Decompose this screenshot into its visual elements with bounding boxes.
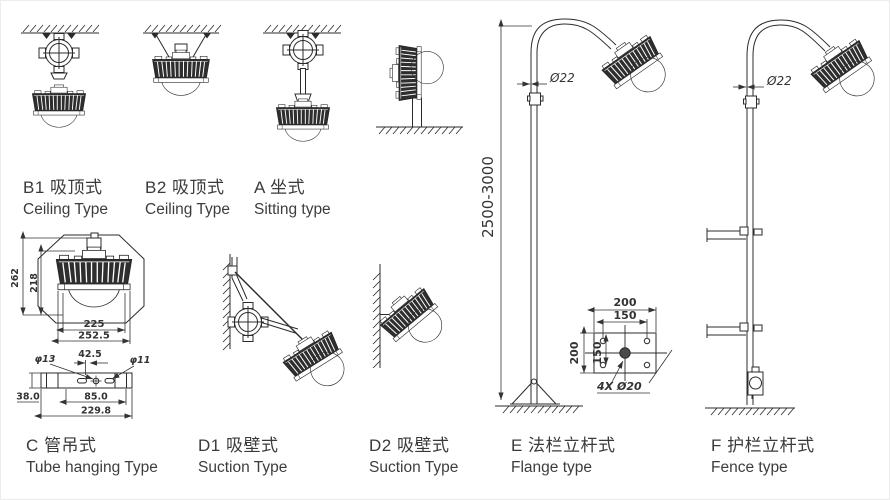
- figure-code-e: E 法栏立杆式: [511, 436, 616, 455]
- figure-type-c: Tube hanging Type: [26, 459, 158, 476]
- drawing-f-fence-pole: [705, 19, 886, 416]
- ceiling-hatch: [22, 24, 100, 33]
- e-pole-dimensions: [498, 19, 547, 400]
- figure-label-e: E 法栏立杆式 Flange type: [511, 436, 616, 477]
- figure-label-d2: D2 吸壁式 Suction Type: [369, 436, 458, 477]
- e-flange-dimensions: [580, 307, 673, 394]
- dim-e-pole-height: 2500-3000: [479, 156, 497, 238]
- drawing-c-tube-hanging: [37, 232, 145, 324]
- dim-flange-pitch-h: 150: [591, 341, 604, 364]
- figure-code-d1: D1 吸壁式: [198, 436, 279, 455]
- figure-code-b1: B1 吸顶式: [23, 178, 103, 197]
- dim-plate-width: 229.8: [81, 406, 111, 417]
- dim-c-lamp-width: 225: [84, 319, 105, 330]
- figure-label-a: A 坐式 Sitting type: [254, 178, 331, 219]
- drawing-c-mounting-plate: [40, 372, 133, 389]
- figure-type-b2: Ceiling Type: [145, 201, 231, 218]
- ceiling-hatch: [144, 24, 222, 33]
- dim-flange-height: 200: [568, 341, 581, 364]
- dim-plate-slot-spacing: 85.0: [84, 392, 108, 403]
- drawing-e-flange-pole: [495, 18, 677, 414]
- drawing-a-rod-mount: [263, 24, 342, 142]
- figure-label-b2: B2 吸顶式 Ceiling Type: [145, 178, 230, 219]
- dim-flange-bolt-holes: 4X Ø20: [596, 380, 642, 393]
- figure-code-d2: D2 吸壁式: [369, 436, 450, 455]
- dim-c-overall-width: 252.5: [78, 331, 110, 342]
- ceiling-hatch: [264, 24, 342, 33]
- ground-hatch: [502, 405, 580, 414]
- drawing-b1-ceiling-mount: [21, 24, 100, 128]
- figure-label-c: C 管吊式 Tube hanging Type: [26, 436, 158, 477]
- dim-flange-pitch-w: 150: [614, 309, 637, 322]
- figure-code-c: C 管吊式: [26, 436, 97, 455]
- wall-hatch: [222, 262, 231, 351]
- dim-plate-left-hole: φ13: [35, 354, 56, 365]
- figure-type-e: Flange type: [511, 459, 592, 476]
- dim-c-overall-height: 262: [10, 268, 21, 288]
- c-plate-dimensions: [17, 360, 135, 419]
- drawing-d2-wall-mount: [372, 264, 453, 369]
- figure-label-f: F 护栏立杆式 Fence type: [711, 436, 815, 477]
- wall-hatch: [372, 272, 381, 369]
- ground-hatch: [710, 407, 795, 416]
- dim-f-tube-diameter: Ø22: [766, 74, 792, 88]
- figure-type-a: Sitting type: [254, 201, 331, 218]
- figure-type-d2: Suction Type: [369, 459, 459, 476]
- figure-code-a: A 坐式: [254, 178, 306, 197]
- figure-type-f: Fence type: [711, 459, 788, 476]
- dim-plate-right-hole: φ11: [130, 355, 151, 366]
- figure-label-d1: D1 吸壁式 Suction Type: [198, 436, 287, 477]
- c-front-dimensions: [20, 231, 131, 344]
- ground-hatch: [378, 126, 463, 135]
- dim-flange-width: 200: [614, 296, 637, 309]
- dim-plate-thickness: 38.0: [16, 392, 40, 403]
- figure-code-f: F 护栏立杆式: [711, 436, 815, 455]
- figure-type-d1: Suction Type: [198, 459, 288, 476]
- figure-label-b1: B1 吸顶式 Ceiling Type: [23, 178, 108, 219]
- dim-plate-center-offset: 42.5: [78, 349, 101, 360]
- dim-e-tube-diameter: Ø22: [549, 71, 575, 85]
- figure-type-b1: Ceiling Type: [23, 201, 109, 218]
- drawing-a-sitting-post: [376, 45, 463, 135]
- drawing-b2-ceiling-mount: [143, 24, 222, 96]
- drawing-d1-wall-mount: [222, 254, 356, 401]
- figure-code-b2: B2 吸顶式: [145, 178, 225, 197]
- dim-c-lamp-height: 218: [29, 273, 40, 293]
